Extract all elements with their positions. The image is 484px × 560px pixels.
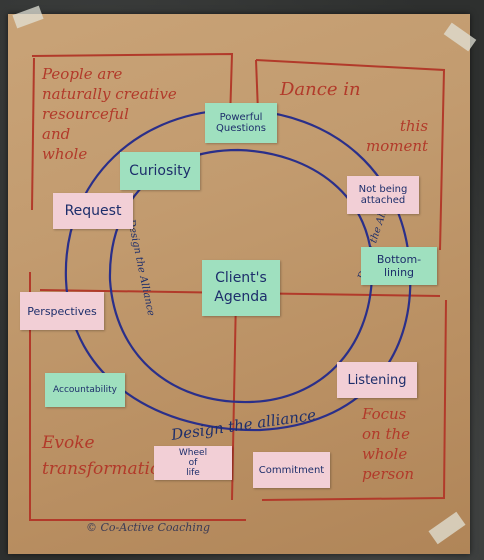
footer-credit: © Co-Active Coaching bbox=[86, 521, 211, 534]
card-commitment: Commitment bbox=[253, 452, 330, 488]
corner-top-left-text: People are naturally creative resourcefu… bbox=[42, 65, 177, 163]
corner-top-right-line2: this moment bbox=[366, 117, 429, 155]
corner-top-right-line1: Dance in bbox=[280, 79, 361, 100]
card-wheel-of-life: Wheel of life bbox=[154, 446, 232, 480]
corner-bottom-right-text: Focus on the whole person bbox=[362, 405, 415, 483]
card-clients-agenda: Client's Agenda bbox=[202, 260, 280, 316]
ring-label-left: Design the Alliance bbox=[125, 217, 156, 317]
card-request: Request bbox=[53, 193, 133, 229]
card-listening: Listening bbox=[337, 362, 417, 398]
card-accountability: Accountability bbox=[45, 373, 125, 407]
card-perspectives: Perspectives bbox=[20, 292, 104, 330]
corner-bottom-left-text: Evoke transformation bbox=[42, 433, 172, 479]
card-powerful-questions: Powerful Questions bbox=[205, 103, 277, 143]
card-bottom-lining: Bottom- lining bbox=[361, 247, 437, 285]
ring-label-bottom: Design the alliance bbox=[169, 406, 317, 444]
card-not-being-attached: Not being attached bbox=[347, 176, 419, 214]
card-curiosity: Curiosity bbox=[120, 152, 200, 190]
